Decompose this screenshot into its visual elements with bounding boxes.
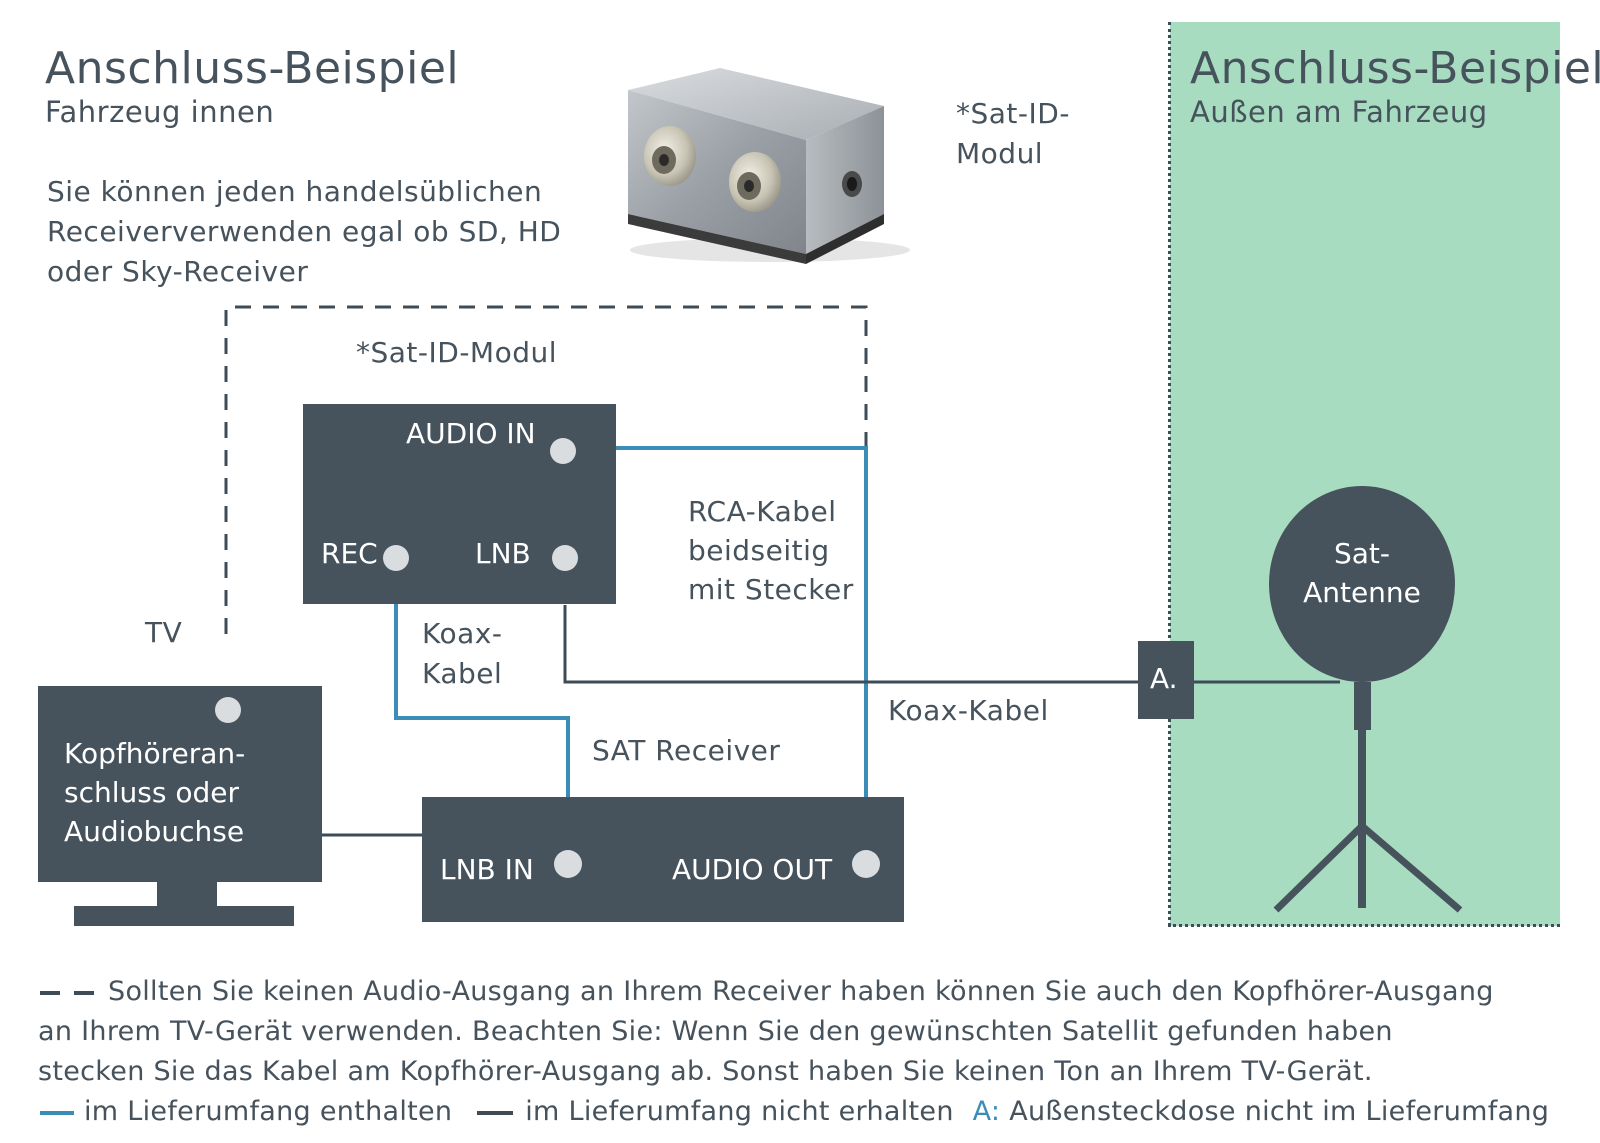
notes-block: Sollten Sie keinen Audio-Ausgang an Ihre… xyxy=(38,972,1578,1132)
rca-label-line-2: beidseitig xyxy=(688,534,830,567)
included-cable-legend-icon xyxy=(40,1110,74,1115)
rca-cable-included xyxy=(564,446,868,862)
antenna-label: Sat- Antenne xyxy=(1280,534,1444,612)
rec-label: REC xyxy=(321,537,378,570)
tv-line-1: Kopfhöreran- xyxy=(64,737,246,770)
note-line-2: an Ihrem TV-Gerät verwenden. Beachten Si… xyxy=(38,1016,1393,1047)
right-subtitle: Außen am Fahrzeug xyxy=(1190,95,1488,129)
sat-antenna-neck xyxy=(1354,682,1371,730)
legend-a-key: A: xyxy=(972,1096,1001,1127)
koax-cable-not-included xyxy=(563,605,1138,684)
rca-label-line-3: mit Stecker xyxy=(688,573,854,606)
intro-line-3: oder Sky-Receiver xyxy=(47,255,309,288)
lnb-label: LNB xyxy=(475,537,531,570)
koax-label-1-line-2: Kabel xyxy=(422,657,503,690)
antenna-label-line-1: Sat- xyxy=(1333,537,1390,570)
sat-id-module-photo xyxy=(628,68,910,264)
tv-stand-neck xyxy=(157,882,217,910)
note-line-1: Sollten Sie keinen Audio-Ausgang an Ihre… xyxy=(38,972,1578,1012)
intro-line-2: Receiververwenden egal ob SD, HD xyxy=(47,215,562,248)
lnb-in-port xyxy=(554,850,582,878)
koax-cable-included xyxy=(394,558,570,862)
tv-screen: Kopfhöreran- schluss oder Audiobuchse xyxy=(38,686,322,882)
tv-label: TV xyxy=(145,616,183,649)
audio-out-label: AUDIO OUT xyxy=(672,853,833,886)
legend-not-included-text: im Lieferumfang nicht erhalten xyxy=(525,1096,954,1127)
outside-panel-dotted-border-bottom xyxy=(1168,924,1560,927)
photo-caption: *Sat-ID- Modul xyxy=(956,94,1070,174)
tv-stand-base xyxy=(74,906,294,926)
intro-line-1: Sie können jeden handelsüblichen xyxy=(47,175,543,208)
tv-text: Kopfhöreran- schluss oder Audiobuchse xyxy=(64,734,245,851)
sat-antenna-dish xyxy=(1269,486,1455,682)
legend-included-text: im Lieferumfang enthalten xyxy=(84,1096,453,1127)
optional-headphone-cable-dashed xyxy=(224,305,868,634)
lnb-port xyxy=(552,545,578,571)
outside-panel-dotted-border xyxy=(1168,22,1171,926)
tv-headphone-port xyxy=(215,697,241,723)
receiver-label: SAT Receiver xyxy=(592,734,781,767)
legend-a-text: Außensteckdose nicht im Lieferumfang xyxy=(1009,1096,1550,1127)
rca-cable-label: RCA-Kabel beidseitig mit Stecker xyxy=(688,492,854,609)
left-subtitle: Fahrzeug innen xyxy=(45,95,275,129)
antenna-leg-left xyxy=(1273,823,1365,913)
photo-caption-line-1: *Sat-ID- xyxy=(956,97,1070,130)
rca-label-line-1: RCA-Kabel xyxy=(688,495,837,528)
sat-id-module-box: AUDIO IN REC LNB xyxy=(303,404,616,604)
left-title: Anschluss-Beispiel xyxy=(45,43,460,94)
right-title: Anschluss-Beispiel xyxy=(1190,43,1600,94)
koax-cable-label-1: Koax- Kabel xyxy=(422,614,502,694)
audio-in-label: AUDIO IN xyxy=(406,417,536,450)
rec-port xyxy=(383,545,409,571)
module-label: *Sat-ID-Modul xyxy=(356,336,558,369)
tv-line-3: Audiobuchse xyxy=(64,815,245,848)
socket-label: A. xyxy=(1150,662,1178,695)
note-line-3: stecken Sie das Kabel am Kopfhörer-Ausga… xyxy=(38,1056,1373,1087)
dashed-line-legend-icon xyxy=(40,990,94,995)
lnb-in-label: LNB IN xyxy=(440,853,534,886)
antenna-label-line-2: Antenne xyxy=(1303,576,1421,609)
audio-out-port xyxy=(852,850,880,878)
outside-socket-a: A. xyxy=(1138,641,1194,719)
sat-receiver-box: LNB IN AUDIO OUT xyxy=(422,797,904,922)
audio-in-port xyxy=(550,438,576,464)
not-included-cable-legend-icon xyxy=(477,1110,514,1115)
legend-line: im Lieferumfang enthalten im Lieferumfan… xyxy=(38,1092,1578,1132)
koax-label-1-line-1: Koax- xyxy=(422,617,503,650)
koax-cable-label-2: Koax-Kabel xyxy=(888,694,1049,727)
photo-caption-line-2: Modul xyxy=(956,137,1044,170)
intro-text: Sie können jeden handelsüblichen Receive… xyxy=(47,172,561,292)
antenna-leg-right xyxy=(1359,823,1463,913)
tv-line-2: schluss oder xyxy=(64,776,239,809)
